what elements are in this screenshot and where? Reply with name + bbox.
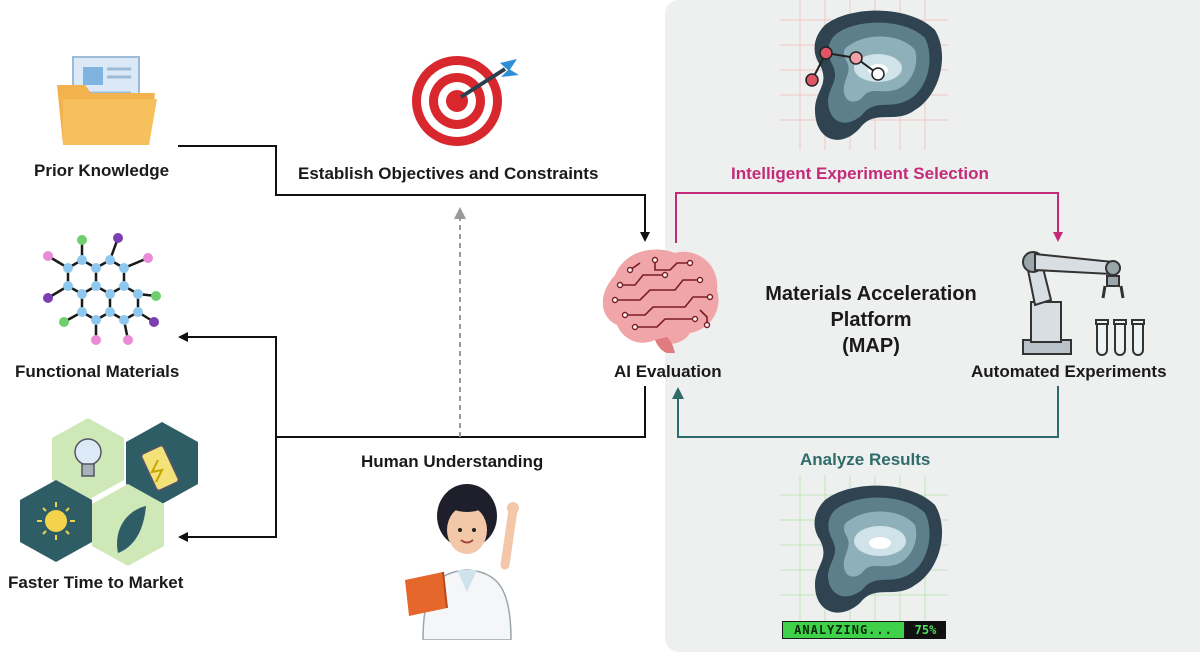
test-tubes-icon [1095, 319, 1145, 356]
functional-materials-label: Functional Materials [15, 362, 180, 381]
selection-arrow [675, 192, 1063, 243]
analyze-arrow [672, 386, 1059, 438]
analysis-progress-bar: ANALYZING... 75% [782, 621, 946, 639]
hexagon-energy-icon [20, 418, 198, 566]
molecule-icon [43, 233, 161, 345]
objectives-label: Establish Objectives and Constraints [298, 164, 599, 183]
scientist-icon [405, 484, 519, 640]
intelligent-selection-label: Intelligent Experiment Selection [731, 164, 989, 183]
folder-document-icon [57, 56, 157, 145]
faster-time-label: Faster Time to Market [8, 573, 184, 592]
progress-label: ANALYZING... [782, 621, 905, 639]
map-title: Materials Acceleration Platform (MAP) [746, 281, 996, 359]
functional-materials-arrow [178, 332, 277, 537]
analysis-landscape-icon [780, 475, 948, 621]
human-understanding-label: Human Understanding [361, 452, 544, 471]
target-icon [412, 56, 519, 146]
ai-evaluation-label: AI Evaluation [614, 362, 722, 381]
prior-knowledge-label: Prior Knowledge [34, 161, 170, 180]
prior-to-ai-arrow [178, 145, 650, 242]
automated-experiments-label: Automated Experiments [971, 362, 1167, 381]
robot-arm-icon [1022, 251, 1125, 355]
map-title-line1: Materials Acceleration [765, 283, 977, 305]
map-title-line3: (MAP) [842, 335, 900, 357]
map-title-line2: Platform [830, 309, 912, 331]
brain-circuit-icon [602, 249, 719, 353]
optimization-landscape-icon [780, 0, 948, 150]
progress-percent: 75% [905, 621, 946, 639]
ai-to-outputs-line [276, 386, 646, 438]
analyze-results-label: Analyze Results [800, 450, 931, 469]
market-arrow [178, 530, 277, 542]
